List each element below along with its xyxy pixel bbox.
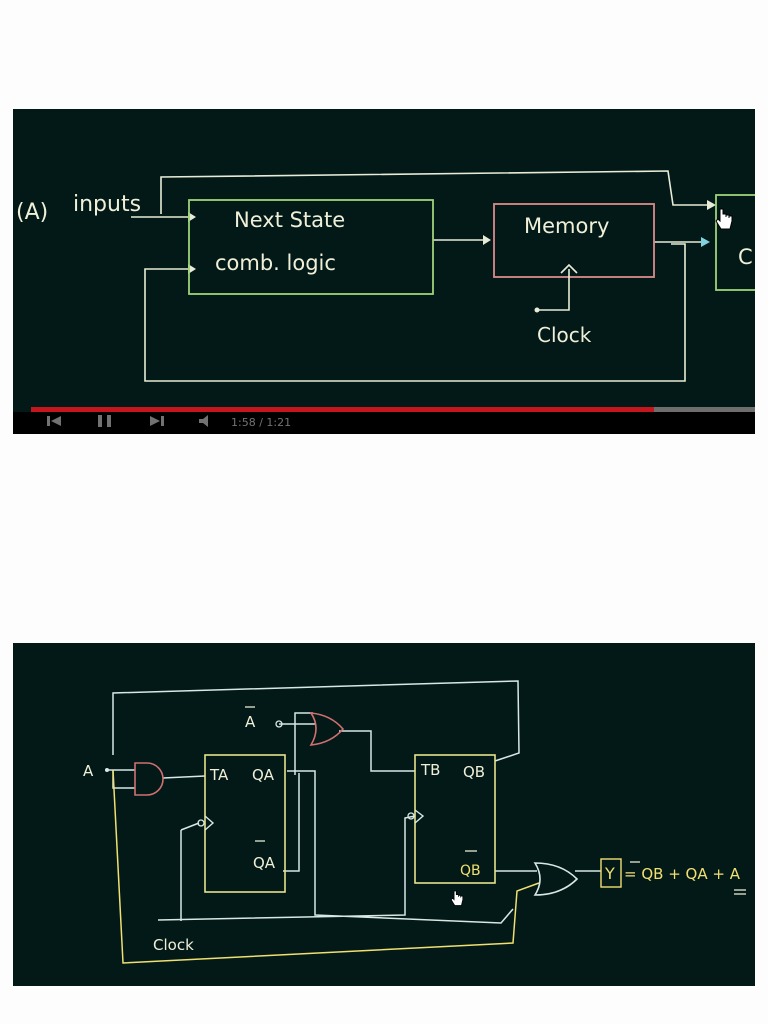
label-inputs: inputs bbox=[73, 192, 141, 217]
memory-box bbox=[493, 203, 655, 278]
arrow-icon bbox=[707, 200, 716, 210]
clock-label: Clock bbox=[153, 936, 194, 954]
input-a-node bbox=[105, 768, 109, 772]
next-state-label-line2: comb. logic bbox=[215, 251, 336, 275]
clock-inversion-bubble bbox=[407, 812, 415, 820]
clock-label: Clock bbox=[537, 323, 592, 347]
yellow-input-wire bbox=[112, 769, 540, 964]
output-equation: = QB + QA + A bbox=[624, 865, 741, 883]
label-A: (A) bbox=[16, 200, 48, 225]
next-state-logic-box bbox=[188, 199, 434, 295]
overbars bbox=[245, 706, 746, 895]
feedback-wire bbox=[144, 243, 686, 382]
input-abar-node bbox=[275, 720, 283, 728]
tb-label: TB bbox=[420, 761, 440, 779]
and-gate bbox=[134, 762, 164, 796]
pause-button-icon[interactable] bbox=[98, 415, 102, 427]
ta-label: TA bbox=[209, 766, 229, 784]
qabar-label: QA bbox=[253, 854, 276, 872]
volume-icon[interactable] bbox=[199, 415, 208, 427]
clock-edge-icon bbox=[204, 815, 215, 831]
arrow-icon bbox=[701, 237, 710, 247]
progress-bar[interactable] bbox=[31, 407, 755, 412]
qb-label: QB bbox=[463, 763, 485, 781]
pause-button-icon[interactable] bbox=[107, 415, 111, 427]
hand-cursor-icon bbox=[450, 890, 464, 906]
next-button-icon[interactable] bbox=[161, 416, 164, 426]
next-button-icon[interactable] bbox=[150, 416, 160, 426]
y-output-box bbox=[600, 858, 622, 888]
qabar-wire bbox=[283, 773, 300, 872]
memory-label: Memory bbox=[524, 214, 609, 238]
feedback-wire-top bbox=[112, 680, 520, 762]
arrow-icon bbox=[483, 235, 491, 245]
bypass-wire bbox=[160, 170, 713, 214]
qa-output-wire bbox=[287, 770, 514, 924]
qbbar-label: QB bbox=[460, 863, 481, 879]
next-state-label-line1: Next State bbox=[234, 208, 345, 232]
input-a-label: A bbox=[83, 762, 94, 780]
output-or-gate bbox=[533, 862, 579, 896]
clock-node bbox=[534, 307, 540, 313]
circuit-diagram: A A TA QA QA TB QB QB Y = QB + QA + A Cl… bbox=[83, 680, 746, 964]
arrow-icon bbox=[188, 264, 196, 274]
output-logic-box-partial bbox=[715, 194, 755, 291]
clock-a-entry bbox=[180, 822, 200, 831]
or-gate bbox=[309, 712, 345, 746]
clock-wire bbox=[157, 815, 416, 921]
clock-edge-icon bbox=[414, 809, 425, 824]
video-player-t-flipflop-circuit[interactable]: A A TA QA QA TB QB QB Y = QB + QA + A Cl… bbox=[13, 643, 755, 986]
input-abar-label: A bbox=[245, 713, 256, 731]
qa-label: QA bbox=[252, 766, 275, 784]
y-label: Y bbox=[604, 864, 615, 883]
video-player-state-machine[interactable]: (A) inputs Next State comb. logic Memory… bbox=[13, 109, 755, 434]
or-to-tb-wire bbox=[339, 730, 415, 772]
clock-inversion-bubble bbox=[197, 819, 205, 827]
hand-cursor-icon bbox=[715, 208, 733, 230]
previous-button-icon[interactable] bbox=[47, 416, 50, 426]
and-to-ta-wire bbox=[162, 775, 206, 779]
block-diagram: (A) inputs Next State comb. logic Memory… bbox=[16, 170, 755, 382]
previous-button-icon[interactable] bbox=[51, 416, 61, 426]
output-block-label-partial: C bbox=[738, 245, 753, 269]
arrow-icon bbox=[188, 212, 196, 222]
qa-to-or-wire bbox=[294, 712, 313, 775]
time-display: 1:58 / 1:21 bbox=[231, 416, 291, 429]
clock-edge-icon bbox=[560, 263, 578, 274]
player-controls: 1:58 / 1:21 bbox=[13, 412, 755, 434]
flipflop-a-box bbox=[204, 754, 286, 893]
clock-wire bbox=[537, 269, 570, 311]
progress-bar-played bbox=[31, 407, 654, 412]
flipflop-b-box bbox=[414, 754, 496, 884]
and-input-wire bbox=[112, 770, 135, 789]
